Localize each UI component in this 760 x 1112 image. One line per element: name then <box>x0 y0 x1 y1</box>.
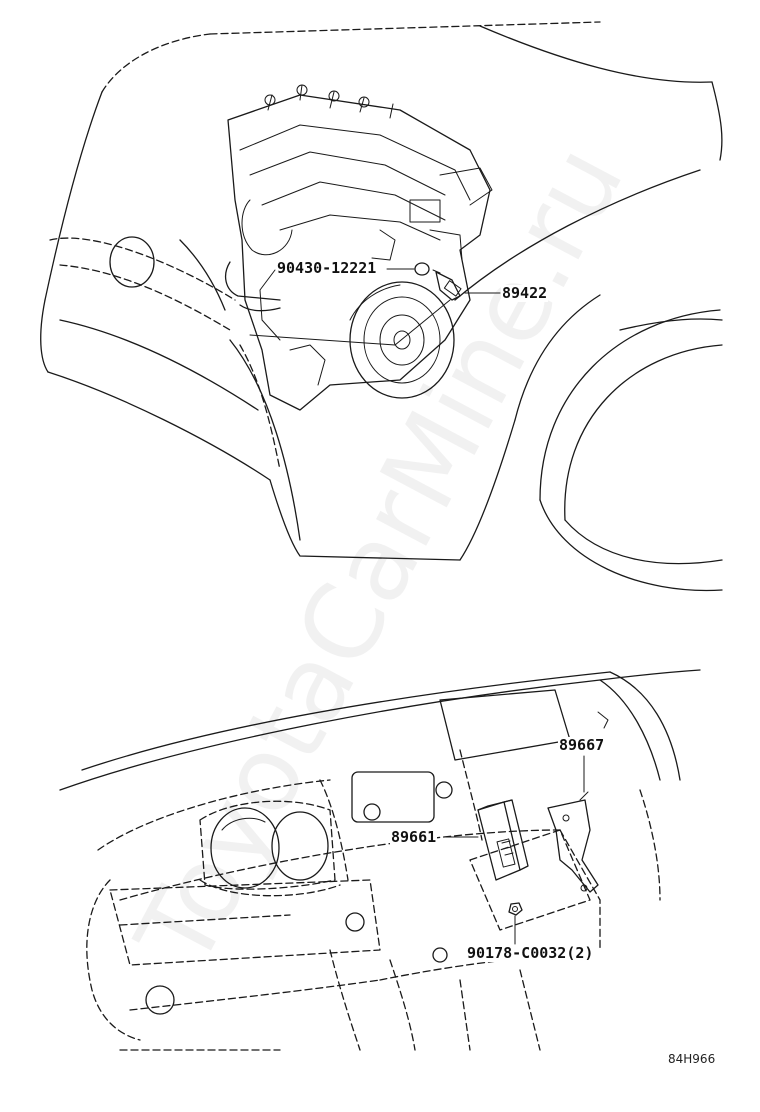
callout-gasket: 90430-12221 <box>276 259 378 277</box>
nut-part <box>508 902 523 916</box>
engine-assembly <box>224 84 493 411</box>
callout-bracket: 89667 <box>558 736 606 754</box>
transmission-ecu <box>477 799 529 881</box>
bottom-leader-lines <box>445 755 585 945</box>
callout-speed-sensor: 89422 <box>501 284 549 302</box>
vehicle-front-body <box>40 21 723 592</box>
callout-ecu: 89661 <box>390 828 438 846</box>
diagram-code: 84H966 <box>668 1052 716 1066</box>
callout-nut: 90178-C0032(2) <box>466 944 595 962</box>
instrument-cluster <box>199 800 341 897</box>
gasket-ring <box>414 262 430 276</box>
ecu-bracket <box>547 791 599 893</box>
dashboard-outline <box>59 669 701 1051</box>
speed-sensor <box>432 269 462 301</box>
speed-sensor-parts <box>249 262 501 346</box>
